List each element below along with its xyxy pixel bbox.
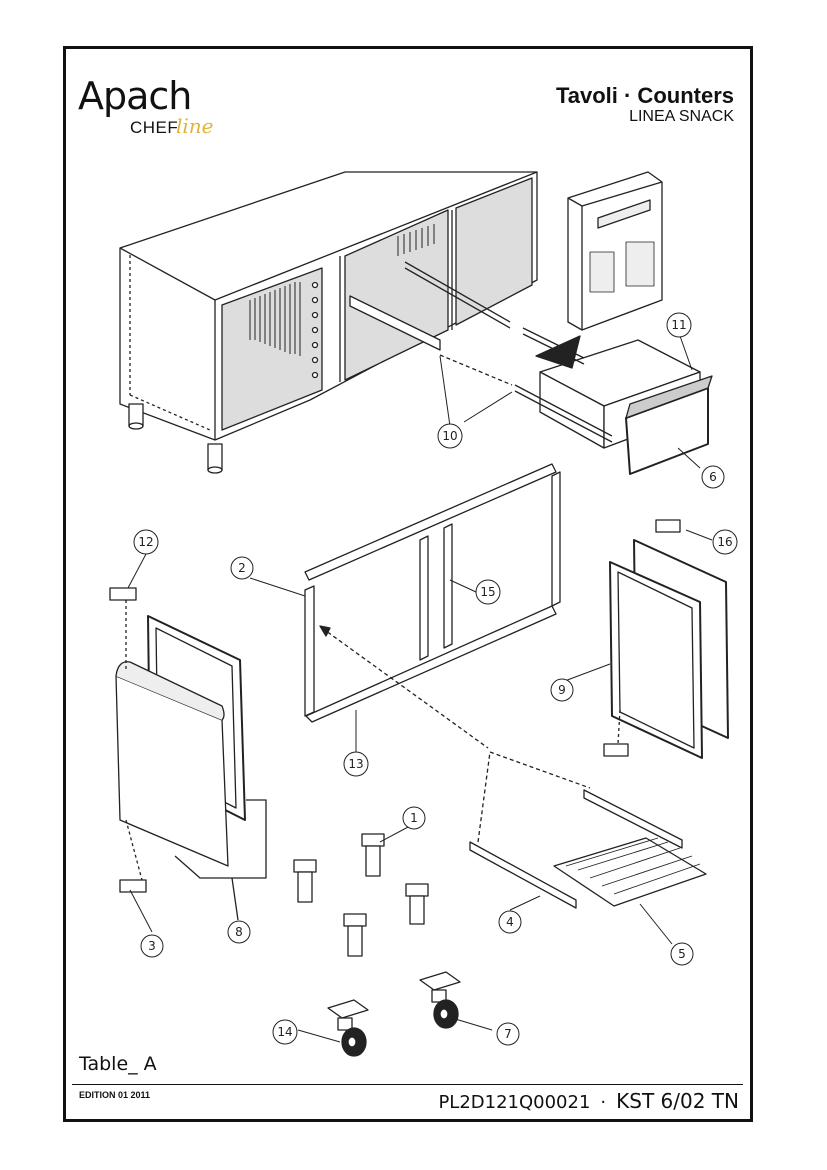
left-door	[109, 587, 267, 921]
right-door	[603, 519, 729, 759]
page-frame	[63, 46, 753, 1122]
table-label: Table_ A	[79, 1053, 157, 1075]
page-subtitle: LINEA SNACK	[629, 108, 734, 125]
frame-rails	[304, 463, 561, 749]
separator: ·	[600, 1092, 607, 1113]
callout-11: 11	[671, 318, 686, 332]
callout-6: 6	[709, 470, 717, 484]
brand-script: line	[176, 114, 214, 138]
brand-logo: Apach	[78, 74, 192, 118]
control-panel	[567, 171, 663, 331]
part-code: PL2D121Q00021	[438, 1092, 591, 1113]
shelf	[469, 751, 707, 909]
footer-divider	[72, 1084, 743, 1085]
part-code-block: PL2D121Q00021 · KST 6/02 TN	[438, 1089, 739, 1113]
edition-label: EDITION 01 2011	[79, 1090, 151, 1100]
callout-2: 2	[238, 561, 246, 575]
callout-9: 9	[558, 683, 566, 697]
callout-15: 15	[480, 585, 495, 599]
model-code: KST 6/02 TN	[616, 1089, 739, 1113]
drawer-basket	[439, 327, 713, 475]
callout-16: 16	[717, 535, 732, 549]
callout-1: 1	[410, 811, 418, 825]
brand-sub: CHEF	[130, 118, 179, 137]
counter-cabinet	[119, 171, 538, 474]
callout-5: 5	[678, 947, 686, 961]
page-title: Tavoli · Counters	[555, 83, 734, 108]
callout-13: 13	[348, 757, 363, 771]
callout-14: 14	[277, 1025, 292, 1039]
castors	[327, 971, 461, 1057]
adjustable-feet	[293, 833, 429, 957]
callout-12: 12	[138, 535, 153, 549]
callout-7: 7	[504, 1027, 512, 1041]
callout-8: 8	[235, 925, 243, 939]
callout-10: 10	[442, 429, 457, 443]
callout-4: 4	[506, 915, 514, 929]
callout-3: 3	[148, 939, 156, 953]
